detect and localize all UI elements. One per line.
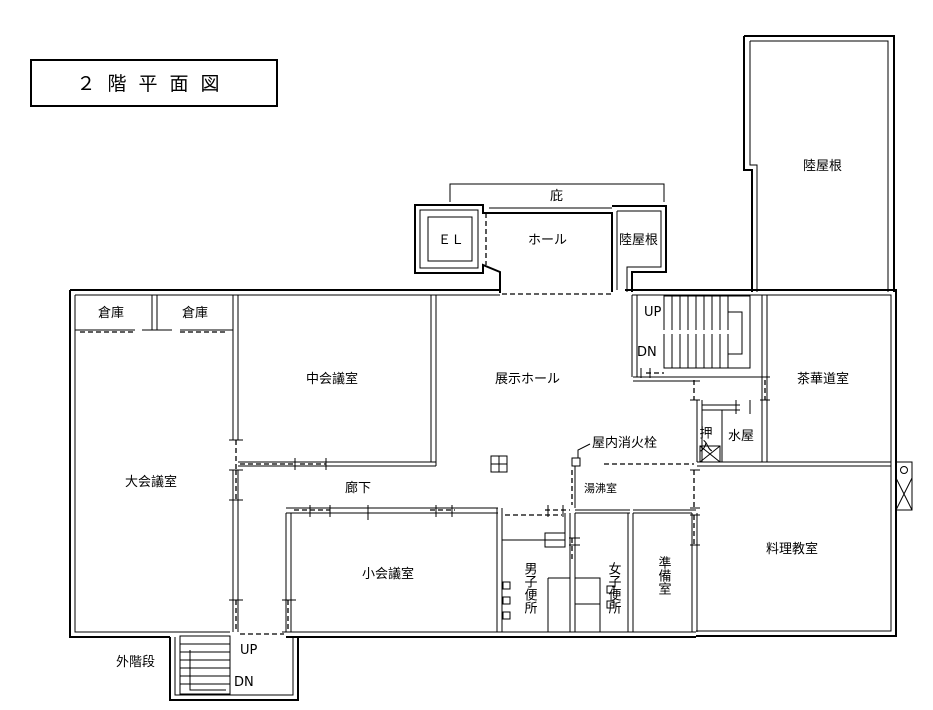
label-small-meeting: 小会議室 (362, 566, 414, 582)
restroom-fixtures (502, 532, 615, 632)
fire-hydrant-marker (490, 443, 591, 473)
exterior-right-symbol (895, 461, 913, 511)
label-outdoor-stairs: 外階段 (116, 655, 155, 670)
label-elevator: ＥＬ (438, 233, 464, 248)
label-womens-restroom: 女子便所 (606, 561, 622, 614)
page-title: ２階平面図 (76, 73, 231, 95)
label-cooking-room: 料理教室 (766, 541, 818, 557)
label-closet: 押入 (697, 426, 713, 452)
label-roof-top-right: 陸屋根 (803, 158, 842, 174)
main-stairs-dn-label: DN (637, 345, 657, 360)
main-stairs-up-label: UP (644, 305, 662, 320)
hall-block (414, 204, 667, 295)
label-fire-hydrant: 屋内消火栓 (592, 435, 657, 451)
roof-top-right-block (743, 35, 895, 292)
door-openings (80, 331, 766, 635)
label-tea-room: 茶華道室 (797, 371, 849, 387)
label-hall: ホール (528, 233, 567, 248)
label-exhibition-hall: 展示ホール (495, 372, 560, 387)
label-prep-room: 準備室 (656, 555, 672, 595)
outdoor-staircase: UP DN (169, 635, 299, 701)
label-eaves: 庇 (550, 189, 563, 204)
label-medium-meeting: 中会議室 (306, 371, 358, 387)
eaves-block (449, 183, 665, 202)
outer-stairs-up-label: UP (240, 643, 258, 658)
label-storage-1: 倉庫 (98, 306, 124, 321)
room-labels: 陸屋根 庇 ＥＬ ホール 陸屋根 倉庫 倉庫 中会議室 展示ホール 茶華道室 大… (98, 158, 849, 670)
outer-stairs-dn-label: DN (234, 675, 254, 690)
label-storage-2: 倉庫 (182, 306, 208, 321)
label-roof-small: 陸屋根 (619, 232, 658, 248)
interior-walls (75, 295, 891, 632)
closet-x-symbol (699, 445, 721, 463)
label-corridor: 廊下 (345, 480, 371, 496)
title-box: ２階平面図 (30, 59, 278, 107)
outer-walls (69, 289, 897, 638)
label-water-room: 水屋 (728, 429, 754, 444)
door-ticks (229, 368, 770, 633)
label-mens-restroom: 男子便所 (522, 562, 538, 614)
label-hot-water-room: 湯沸室 (584, 481, 617, 495)
label-large-meeting: 大会議室 (125, 474, 177, 490)
main-staircase: UP DN (637, 295, 751, 369)
